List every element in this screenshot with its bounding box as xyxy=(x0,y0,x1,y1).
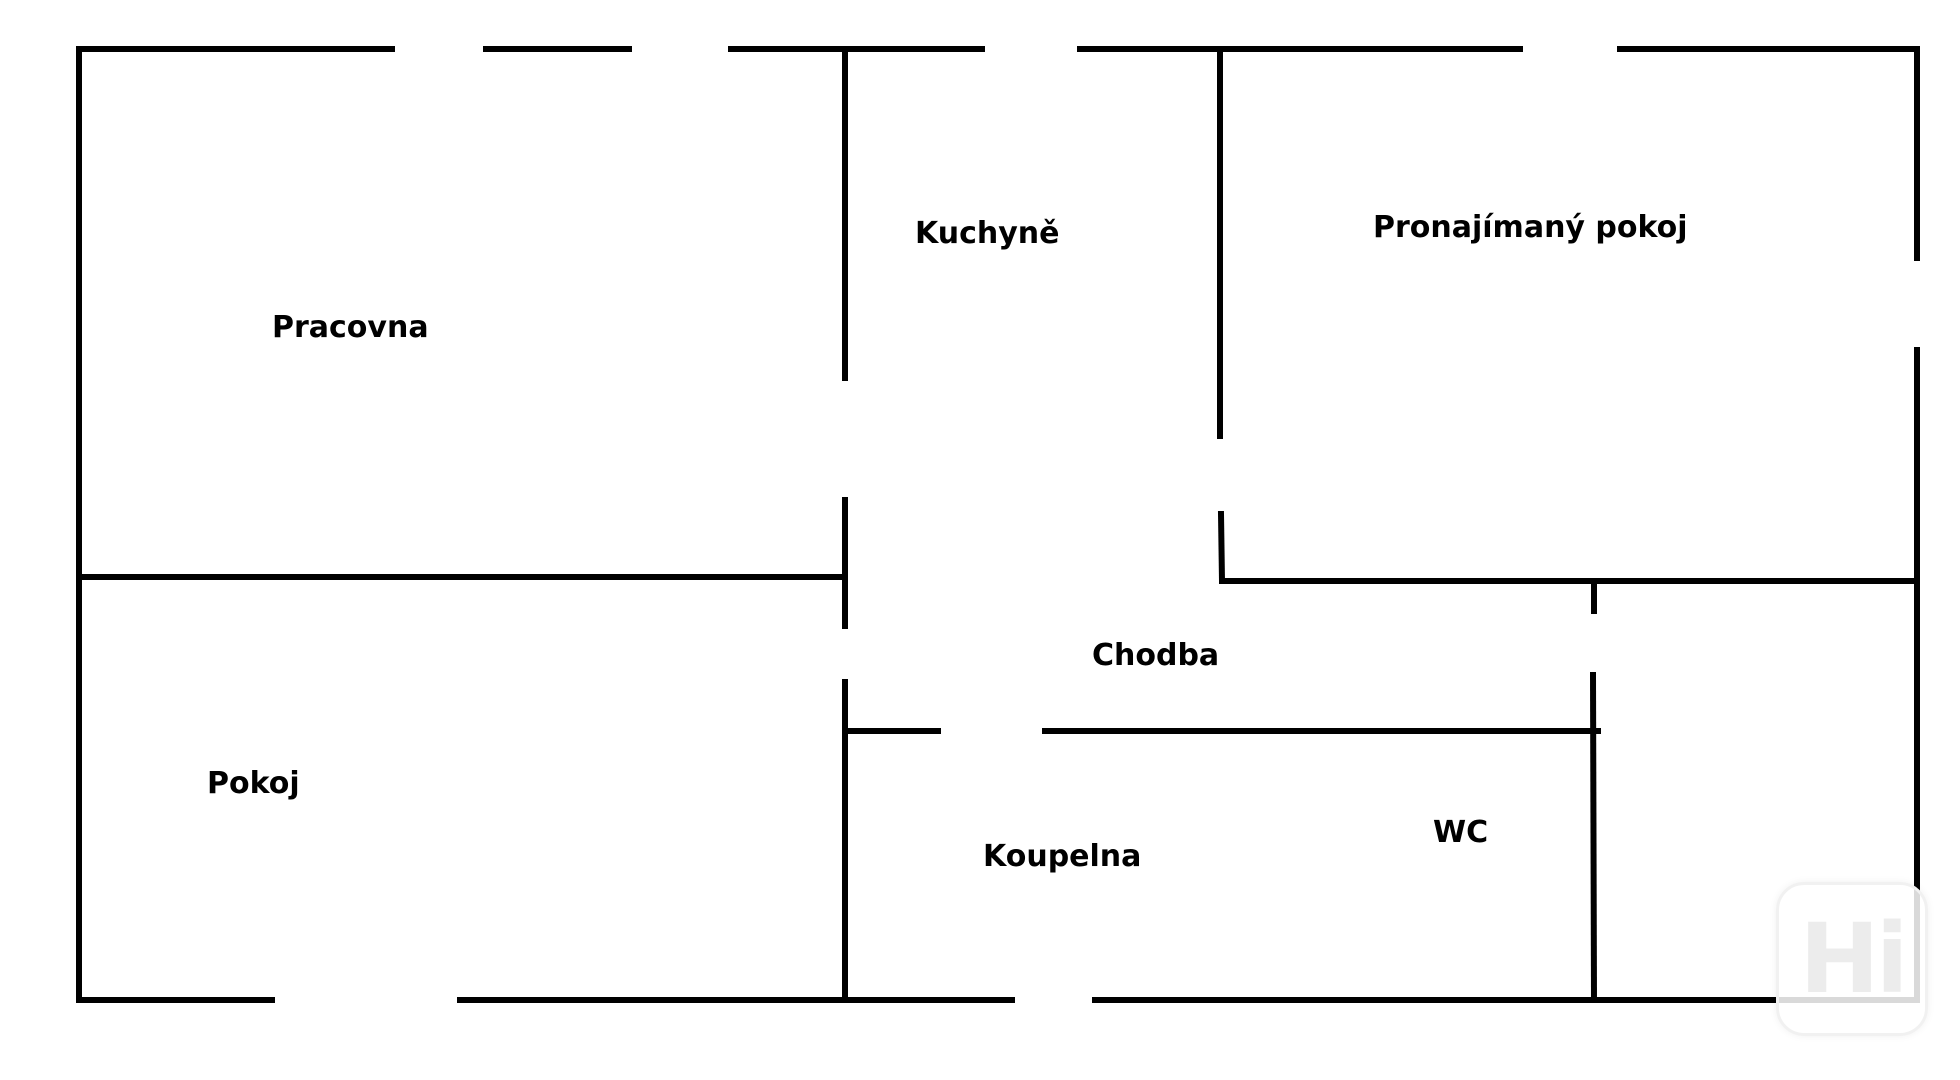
room-labels: Pracovna Kuchyně Pronajímaný pokoj Chodb… xyxy=(207,210,1688,874)
label-wc: WC xyxy=(1433,815,1488,850)
label-pronajimany-pokoj: Pronajímaný pokoj xyxy=(1373,210,1688,245)
watermark-text: Hi xyxy=(1799,903,1908,1015)
wall-v2-b xyxy=(1217,510,1226,585)
wall-v3-b xyxy=(1589,671,1598,1004)
label-pokoj: Pokoj xyxy=(207,766,300,801)
label-koupelna: Koupelna xyxy=(983,839,1141,874)
label-kuchyne: Kuchyně xyxy=(915,216,1059,251)
label-pracovna: Pracovna xyxy=(272,310,429,345)
watermark-logo: Hi xyxy=(1776,882,1928,1036)
label-chodba: Chodba xyxy=(1092,638,1219,673)
interior-walls xyxy=(76,46,1920,1004)
